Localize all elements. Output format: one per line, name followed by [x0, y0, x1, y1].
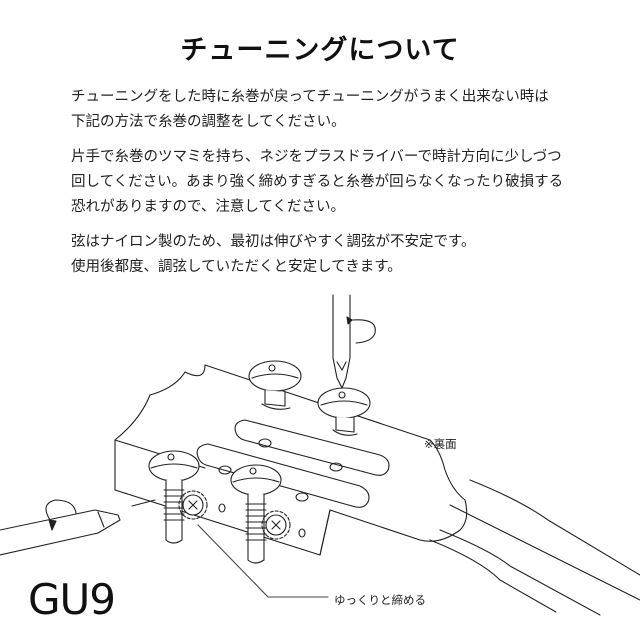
headstock-illustration: [0, 294, 640, 616]
instructions-paragraph: 片手で糸巻のツマミを持ち、ネジをプラスドライバーで時計方向に少しづつ 回してくだ…: [71, 145, 591, 220]
text-line: 下記の方法で糸巻の調整をしてください。: [71, 114, 346, 130]
text-line: 恐れがありますので、注意してください。: [71, 199, 346, 215]
text-line: 片手で糸巻のツマミを持ち、ネジをプラスドライバーで時計方向に少しづつ: [71, 149, 562, 165]
model-number: GU9: [28, 575, 116, 624]
text-line: チューニングをした時に糸巻が戻ってチューニングがうまく出来ない時は: [71, 89, 549, 105]
text-line: 回してください。あまり強く締めすぎると糸巻が回らなくなったり破損する: [71, 174, 564, 190]
page-title: チューニングについて: [180, 35, 460, 66]
back-side-note: ※裏面: [424, 437, 457, 451]
text-line: 弦はナイロン製のため、最初は伸びやすく調弦が不安定です。: [71, 234, 476, 250]
strings-note-paragraph: 弦はナイロン製のため、最初は伸びやすく調弦が不安定です。 使用後都度、調弦してい…: [71, 230, 591, 280]
intro-paragraph: チューニングをした時に糸巻が戻ってチューニングがうまく出来ない時は 下記の方法で…: [71, 85, 591, 135]
text-line: 使用後都度、調弦していただくと安定してきます。: [71, 259, 402, 275]
tighten-slowly-label: ゆっくりと締める: [334, 593, 426, 607]
